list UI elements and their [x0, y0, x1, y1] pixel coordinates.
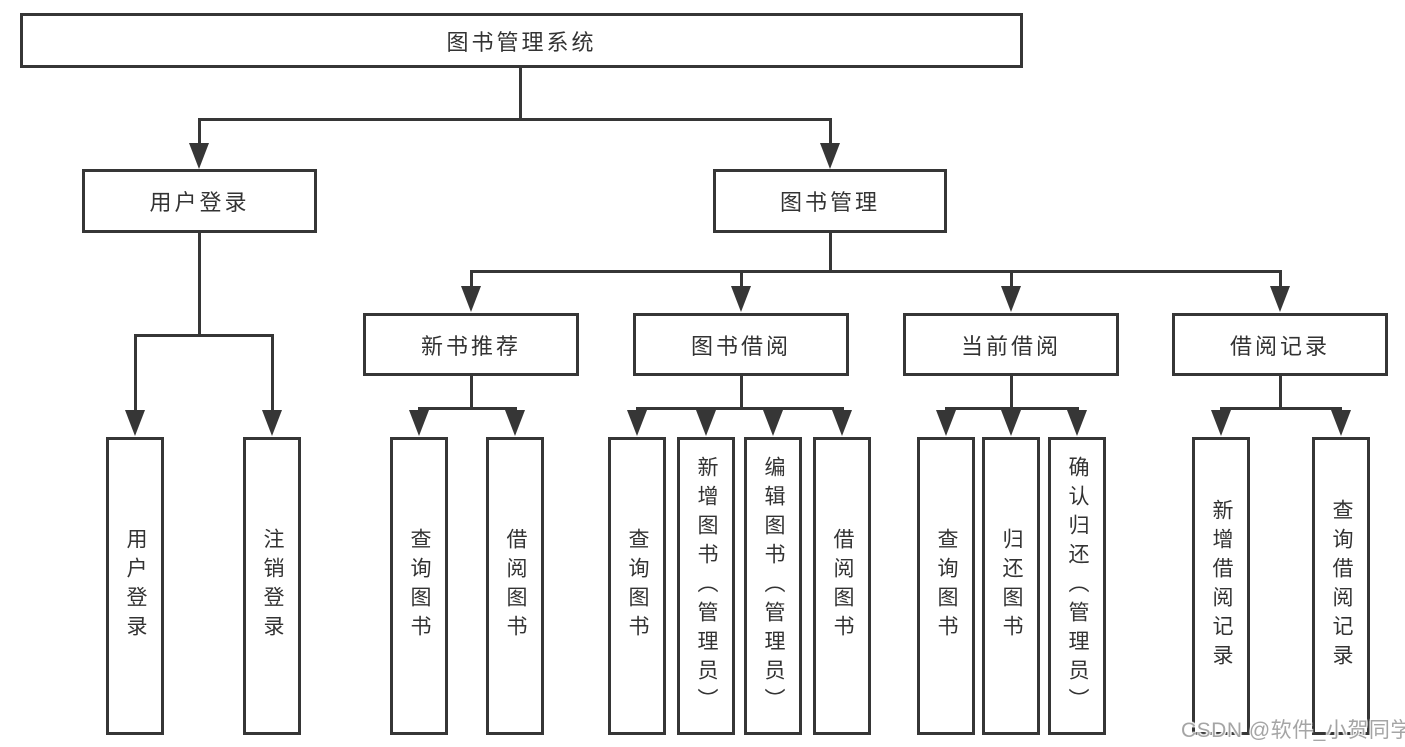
leaf-logout: 注销登录: [243, 437, 301, 735]
leaf-query-borrow-record: 查询借阅记录: [1312, 437, 1370, 735]
connector-fork-rail: [1220, 407, 1342, 410]
node-book-management-branch: 图书管理: [713, 169, 947, 233]
arrowhead-icon: [936, 410, 956, 436]
leaf-confirm-return-admin: 确认归还（管理员）: [1048, 437, 1106, 735]
connector-fork-rail: [418, 407, 517, 410]
connector-fork-trunk: [1010, 376, 1013, 409]
arrowhead-icon: [262, 410, 282, 436]
leaf-query-books-2: 查询图书: [608, 437, 666, 735]
connector-stub: [470, 270, 473, 287]
node-current-borrowing: 当前借阅: [903, 313, 1119, 376]
node-user-login-branch: 用户登录: [82, 169, 317, 233]
connector-stub: [829, 118, 832, 144]
arrowhead-icon: [1211, 410, 1231, 436]
node-root-library-system: 图书管理系统: [20, 13, 1023, 68]
arrowhead-icon: [125, 410, 145, 436]
node-new-book-recommend: 新书推荐: [363, 313, 579, 376]
connector-fork-trunk: [740, 376, 743, 409]
arrowhead-icon: [1270, 286, 1290, 312]
arrowhead-icon: [696, 410, 716, 436]
connector-root-trunk: [519, 67, 522, 120]
connector-stub: [134, 334, 137, 411]
leaf-add-borrow-record: 新增借阅记录: [1192, 437, 1250, 735]
arrowhead-icon: [820, 143, 840, 169]
node-borrowing-records: 借阅记录: [1172, 313, 1388, 376]
arrowhead-icon: [627, 410, 647, 436]
arrowhead-icon: [1331, 410, 1351, 436]
connector-level2-rail: [470, 270, 1282, 273]
arrowhead-icon: [409, 410, 429, 436]
arrowhead-icon: [1001, 410, 1021, 436]
leaf-borrow-books-1: 借阅图书: [486, 437, 544, 735]
connector-stub: [740, 270, 743, 287]
leaf-add-books-admin: 新增图书（管理员）: [677, 437, 735, 735]
arrowhead-icon: [832, 410, 852, 436]
connector-stub: [1010, 270, 1013, 287]
leaf-query-books-3: 查询图书: [917, 437, 975, 735]
node-book-borrowing: 图书借阅: [633, 313, 849, 376]
leaf-query-books-1: 查询图书: [390, 437, 448, 735]
connector-stub: [198, 118, 201, 144]
arrowhead-icon: [461, 286, 481, 312]
connector-fork-trunk: [470, 376, 473, 409]
connector-stub: [271, 334, 274, 411]
leaf-user-login: 用户登录: [106, 437, 164, 735]
leaf-edit-books-admin: 编辑图书（管理员）: [744, 437, 802, 735]
connector-fork-rail: [636, 407, 844, 410]
connector-login-rail: [134, 334, 274, 337]
arrowhead-icon: [505, 410, 525, 436]
arrowhead-icon: [763, 410, 783, 436]
connector-login-trunk: [198, 233, 201, 335]
arrowhead-icon: [1001, 286, 1021, 312]
arrowhead-icon: [189, 143, 209, 169]
connector-fork-trunk: [1279, 376, 1282, 409]
arrowhead-icon: [1067, 410, 1087, 436]
csdn-watermark: CSDN @软件_小贺同学: [1181, 719, 1405, 742]
leaf-borrow-books-2: 借阅图书: [813, 437, 871, 735]
arrowhead-icon: [731, 286, 751, 312]
connector-fork-rail: [945, 407, 1079, 410]
leaf-return-books: 归还图书: [982, 437, 1040, 735]
connector-mgmt-trunk: [829, 233, 832, 273]
connector-level1-rail: [198, 118, 832, 121]
connector-stub: [1279, 270, 1282, 287]
